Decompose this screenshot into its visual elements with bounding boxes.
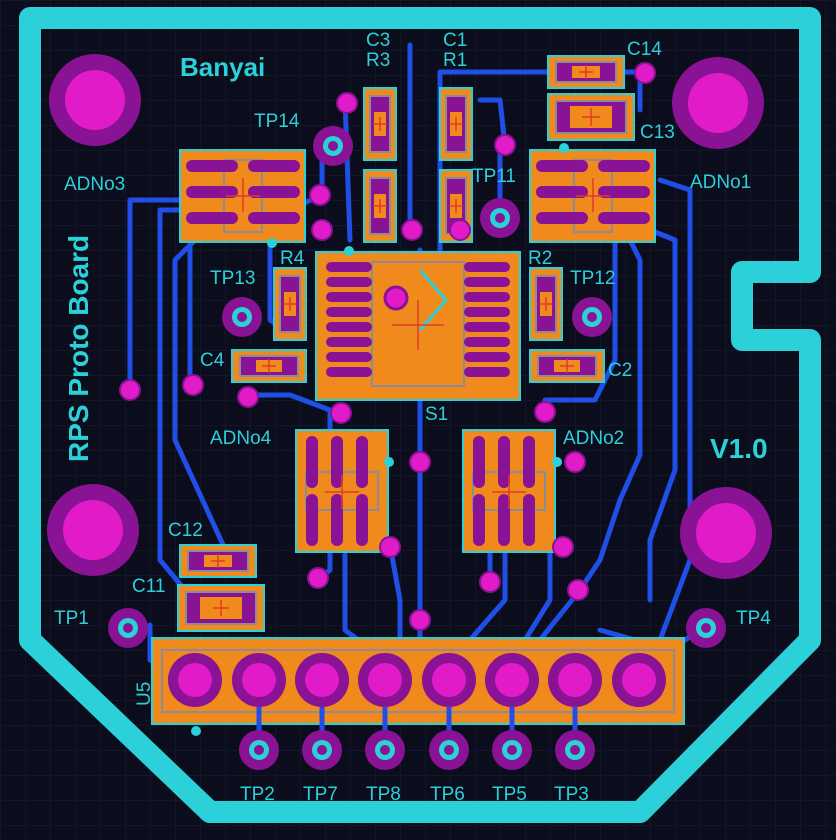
label-c4: C4: [200, 350, 225, 371]
label-adno1: ADNo1: [690, 172, 751, 193]
tp7-pad: [302, 730, 342, 770]
label-tp13: TP14: [254, 111, 300, 132]
mounting-holes: [47, 54, 772, 579]
label-tp14: TP13: [210, 268, 255, 289]
label-tp12: TP12: [570, 268, 615, 289]
tp3-pad: [555, 730, 595, 770]
label-u5: U5: [134, 682, 155, 706]
junction-dots: [191, 143, 569, 736]
vias: [119, 62, 656, 631]
tp5-pad: [492, 730, 532, 770]
version-label: V1.0: [710, 433, 768, 464]
tp12-pad: [572, 297, 612, 337]
test-points: [108, 126, 726, 770]
label-tp2: TP2: [240, 784, 275, 805]
label-c1: C1: [443, 30, 467, 51]
label-adno3: ADNo3: [64, 174, 125, 195]
board-outline: [19, 7, 821, 823]
label-tp8: TP8: [366, 784, 401, 805]
board-title: RPS Proto Board: [63, 235, 94, 462]
tp13-pad: [313, 126, 353, 166]
label-c12: C12: [168, 520, 203, 541]
label-adno2: ADNo2: [563, 428, 624, 449]
label-tp7: TP7: [303, 784, 338, 805]
label-c13: C13: [640, 122, 675, 143]
label-r4: R4: [280, 248, 305, 269]
tp11-pad: [480, 198, 520, 238]
mounting-hole: [688, 73, 748, 133]
label-tp4: TP4: [736, 608, 771, 629]
label-c14: C14: [627, 39, 662, 60]
label-c2: C2: [608, 360, 632, 381]
label-r2: R2: [528, 248, 552, 269]
author-label: Banyai: [180, 52, 265, 82]
label-c3: C3: [366, 30, 390, 51]
mounting-hole: [696, 503, 756, 563]
label-tp5: TP5: [492, 784, 527, 805]
r4-footprint: [273, 267, 307, 341]
adno2-footprint: [462, 429, 556, 553]
tp1-pad: [108, 608, 148, 648]
mounting-hole: [65, 70, 125, 130]
adno3-footprint: [179, 149, 306, 243]
u5-connector: [151, 637, 685, 725]
label-r3: R3: [366, 50, 390, 71]
label-tp3: TP3: [554, 784, 589, 805]
tp14-pad: [222, 297, 262, 337]
mounting-hole: [63, 500, 123, 560]
tp8-pad: [365, 730, 405, 770]
label-adno4: ADNo4: [210, 428, 272, 449]
tp6-pad: [429, 730, 469, 770]
label-tp11: TP11: [472, 166, 516, 187]
tp4-pad: [686, 608, 726, 648]
label-r1: R1: [443, 50, 467, 71]
label-c11: C11: [132, 576, 165, 597]
tp2-pad: [239, 730, 279, 770]
c11-footprint: [177, 584, 265, 632]
label-tp6: TP6: [430, 784, 465, 805]
adno4-footprint: [295, 429, 389, 553]
label-s1: S1: [425, 404, 448, 425]
label-tp1: TP1: [54, 608, 89, 629]
